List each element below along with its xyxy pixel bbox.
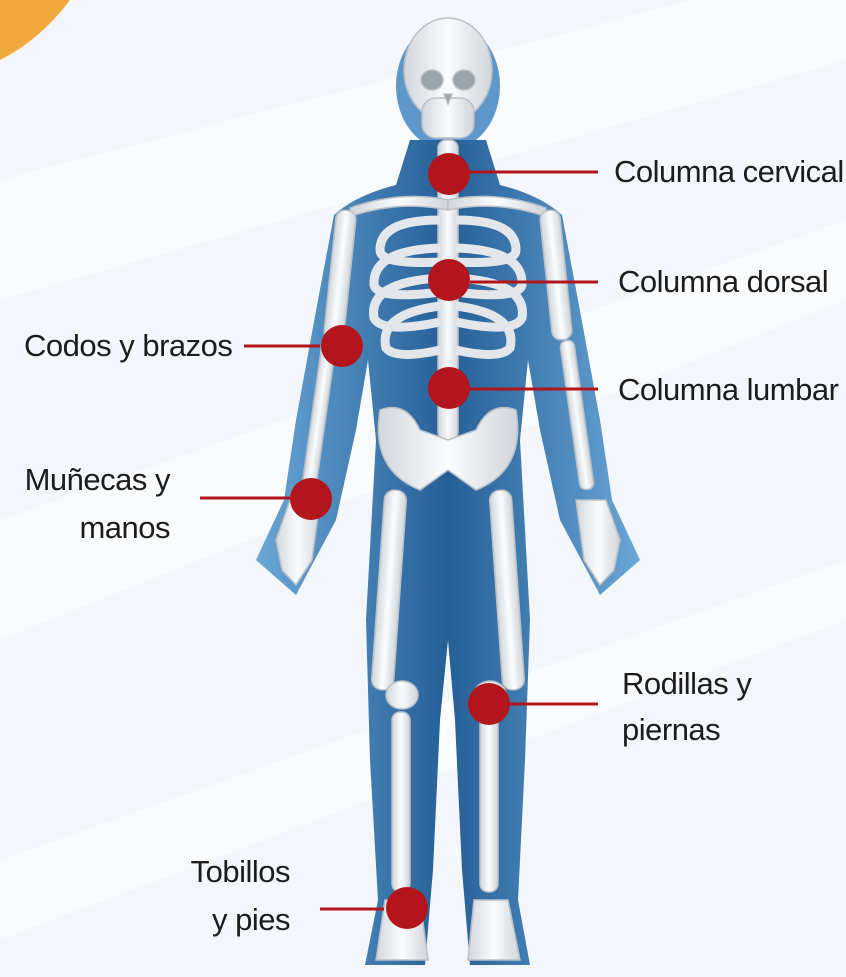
label-tobillos-line2: y pies: [160, 896, 290, 944]
marker-lumbar: [428, 367, 470, 409]
label-columna-cervical: Columna cervical: [614, 148, 844, 196]
marker-rodillas: [468, 683, 510, 725]
label-munecas-line1: Muñecas y: [24, 456, 170, 504]
label-columna-dorsal: Columna dorsal: [618, 258, 828, 306]
label-munecas-line2: manos: [24, 504, 170, 552]
marker-codos: [321, 325, 363, 367]
marker-dorsal: [428, 259, 470, 301]
label-tobillos-line1: Tobillos: [160, 848, 290, 896]
label-rodillas-line1: Rodillas y: [622, 660, 751, 708]
marker-munecas: [290, 478, 332, 520]
marker-cervical: [428, 153, 470, 195]
label-columna-lumbar: Columna lumbar: [618, 366, 838, 414]
label-rodillas-line2: piernas: [622, 706, 720, 754]
marker-tobillos: [386, 887, 428, 929]
corner-accent: [0, 0, 70, 60]
label-codos-brazos: Codos y brazos: [24, 322, 232, 370]
